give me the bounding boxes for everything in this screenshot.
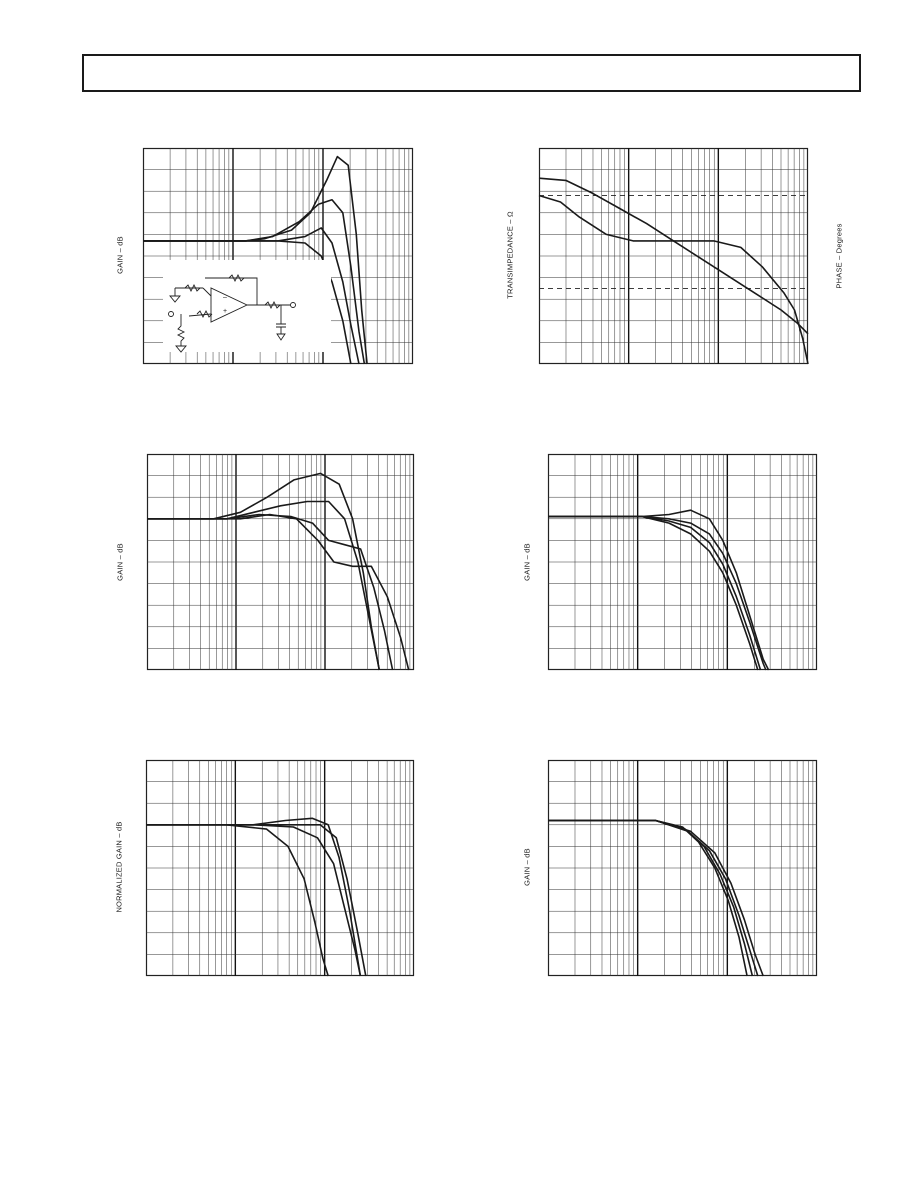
chart-1-ylabel: GAIN – dB [115,236,125,274]
feedback-wire [205,277,258,305]
chart-5-ylabel: NORMALIZED GAIN – dB [114,821,124,913]
series-curve-2 [538,194,809,365]
series-curve-2 [147,500,381,671]
chart-1-plot: +– [142,147,414,365]
chart-3-plot [146,453,415,671]
bias-resistor-icon [196,309,213,319]
chart-6-plot [547,759,818,977]
schematic-background [163,260,331,352]
feedback-resistor-icon [228,273,245,283]
series-curve-2 [548,515,767,671]
chart-4-plot [547,453,818,671]
chart-5-plot [145,759,415,977]
output-terminal-icon [290,302,296,308]
input-terminal-icon [168,311,174,317]
shunt-resistor-ground-icon [175,314,187,353]
series-curve-1 [147,472,381,671]
capacitor-ground-icon [276,305,286,341]
series-curve-1 [538,177,809,335]
opamp-minus-sign: – [223,294,227,301]
chart-2-y2label: PHASE – Degrees [834,223,844,289]
series-curve-3 [146,824,362,977]
series-curve-1 [548,509,770,671]
series-curve-2 [143,199,366,365]
series-curve-4 [147,513,410,671]
opamp-plus-sign: + [223,308,227,315]
ground-icon [169,288,181,303]
series-curve-4 [146,824,329,977]
series-curve-3 [147,513,394,671]
schematic-inset: +– [163,260,331,353]
chart-6-ylabel: GAIN – dB [522,848,532,886]
chart-2-ylabel: TRANSIMPEDANCE – Ω [505,211,515,299]
chart-3-ylabel: GAIN – dB [115,543,125,581]
series-curve-4 [548,819,764,977]
chart-4-ylabel: GAIN – dB [522,543,532,581]
page-header-box [82,54,861,92]
series-curve-4 [548,515,759,671]
series-curve-4 [143,240,352,365]
output-resistor-icon [264,300,281,310]
opamp-icon [210,287,249,323]
input-resistor-icon [184,283,201,293]
chart-2-plot [538,147,809,365]
